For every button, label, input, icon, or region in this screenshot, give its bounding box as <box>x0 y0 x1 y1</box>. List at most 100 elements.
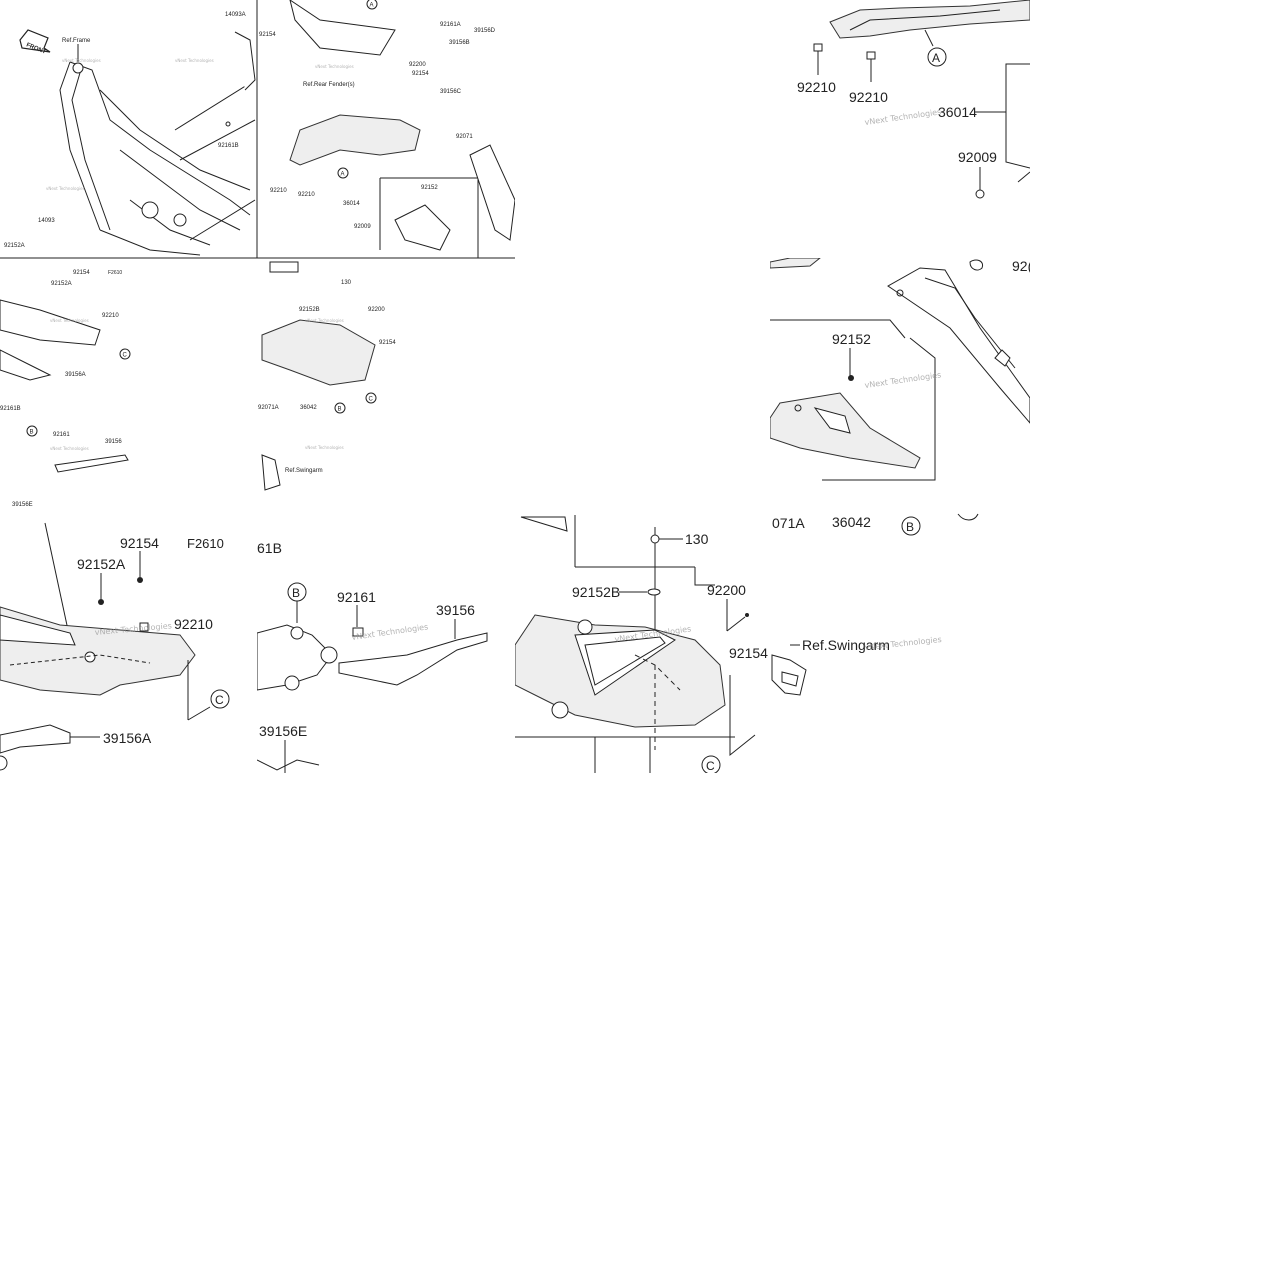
part-number: 92152A <box>77 556 126 572</box>
part-number: 92152B <box>572 584 620 600</box>
swingarm-ref-panel: Ref.Swingarm vNext Technologies <box>770 600 1030 720</box>
rear-frame-drawing <box>829 0 1030 39</box>
part-number: 130 <box>341 280 352 286</box>
part-number: 39156E <box>259 723 307 739</box>
part-number: 92152A <box>51 281 72 287</box>
watermark: vNext Technologies <box>62 58 101 63</box>
part-number: 39156 <box>436 602 475 618</box>
part-number: 92200 <box>368 307 385 313</box>
circle-marker-a: A <box>341 172 345 178</box>
part-number: 92154 <box>379 340 396 346</box>
part-number: 92071 <box>456 134 473 140</box>
swingarm-drawing <box>771 654 807 696</box>
circle-marker-c-label: C <box>706 759 715 773</box>
rear-frame-detail: 92210 92210 A 36014 92009 vNext Technolo… <box>797 0 1030 199</box>
part-number: 39156C <box>440 89 462 95</box>
rear-fender-drawing <box>261 319 376 386</box>
part-number: 92161 <box>53 432 70 438</box>
circle-marker-b: B <box>30 430 34 436</box>
watermark: vNext Technologies <box>175 58 214 63</box>
part-number: F2610 <box>187 536 224 551</box>
part-number: 92210 <box>298 192 315 198</box>
rear-fender-panel: 130 92152B 92200 92154 C vNext Technolog… <box>515 515 770 773</box>
part-number: 36042 <box>832 514 871 530</box>
part-number: F2610 <box>108 270 122 276</box>
part-number: 92152A <box>4 243 25 249</box>
part-number: 92154 <box>412 71 429 77</box>
watermark: vNext Technologies <box>864 370 942 390</box>
part-number: 92( <box>1012 258 1030 274</box>
watermark: vNext Technologies <box>50 446 89 451</box>
part-number: 92161B <box>218 143 239 149</box>
side-cover-drawing <box>289 0 396 56</box>
overview-diagram-panel: FRONT Ref.Frame vNext Technologies vNext… <box>0 0 515 515</box>
part-number: 92152B <box>299 307 320 313</box>
part-number: 92009 <box>958 149 997 165</box>
part-number: 92154 <box>73 270 90 276</box>
circle-marker-b: B <box>338 407 342 413</box>
watermark: vNext Technologies <box>305 445 344 450</box>
part-number: 130 <box>685 531 709 547</box>
circle-marker-c: C <box>369 397 374 403</box>
watermark: vNext Technologies <box>351 622 429 642</box>
part-number: 92210 <box>797 79 836 95</box>
part-number: 39156E <box>12 502 33 508</box>
part-number: 39156A <box>65 372 86 378</box>
part-number: 92200 <box>707 582 746 598</box>
left-cover-drawing <box>0 299 101 346</box>
frame-drawing <box>59 61 256 256</box>
part-number: 071A <box>772 515 805 531</box>
ref-swingarm-label: Ref.Swingarm <box>802 637 890 653</box>
rear-frame-drawing <box>289 114 421 166</box>
rear-fender-detail: 130 92152B 92200 92154 C vNext Technolog… <box>515 515 768 773</box>
seat-strip-detail: 61B B 92161 39156 vNext Technologies 391… <box>257 540 488 773</box>
side-cover-panel: 92( 92152 vNext Technologies 071A 36042 … <box>770 258 1030 540</box>
left-cover-detail: 92154 F2610 92152A 92210 vNext Technolog… <box>0 522 230 771</box>
watermark: vNext Technologies <box>864 107 942 127</box>
overview-diagram: FRONT Ref.Frame vNext Technologies vNext… <box>0 0 515 508</box>
watermark: vNext Technologies <box>50 318 89 323</box>
left-cover-drawing <box>0 606 196 696</box>
part-number: 92210 <box>849 89 888 105</box>
part-number: 92161 <box>337 589 376 605</box>
part-number: 92154 <box>120 535 159 551</box>
part-number: 61B <box>257 540 282 556</box>
part-number: 92009 <box>354 224 371 230</box>
part-number: 39156 <box>105 439 122 445</box>
circle-marker-a <box>927 47 947 67</box>
circle-marker-a-label: A <box>932 51 940 65</box>
circle-marker-b-label: B <box>292 586 300 600</box>
circle-marker-c-label: C <box>215 693 224 707</box>
part-number: 92200 <box>409 62 426 68</box>
front-arrow-icon: FRONT <box>19 29 51 56</box>
side-cover-detail: 92( 92152 vNext Technologies 071A 36042 … <box>770 258 1030 536</box>
part-number: 14093 <box>38 218 55 224</box>
left-cover-panel: 92154 F2610 92152A 92210 vNext Technolog… <box>0 515 257 773</box>
swingarm-ref-detail: Ref.Swingarm vNext Technologies <box>771 635 942 696</box>
rear-frame-rail-drawing <box>887 267 1030 424</box>
part-number: 92154 <box>259 32 276 38</box>
seat-strip-panel: 61B B 92161 39156 vNext Technologies 391… <box>257 515 515 773</box>
circle-marker-a: A <box>370 3 374 9</box>
rear-frame-panel: 92210 92210 A 36014 92009 vNext Technolo… <box>770 0 1030 258</box>
ref-rear-fender-label: Ref.Rear Fender(s) <box>303 82 355 88</box>
part-number: 92071A <box>258 405 279 411</box>
part-number: 92152 <box>832 331 871 347</box>
part-number: 39156D <box>474 28 496 34</box>
part-number: 92210 <box>174 616 213 632</box>
part-number: 36042 <box>300 405 317 411</box>
circle-marker-c <box>701 755 721 773</box>
circle-marker-c <box>210 689 230 709</box>
part-number: 39156A <box>103 730 152 746</box>
part-number: 92161A <box>440 22 461 28</box>
watermark: vNext Technologies <box>46 186 85 191</box>
ref-swingarm-label: Ref.Swingarm <box>285 468 323 474</box>
watermark: vNext Technologies <box>305 318 344 323</box>
circle-marker-c: C <box>123 353 128 359</box>
seat-strip-drawing <box>338 632 488 686</box>
circle-marker-b <box>901 516 921 536</box>
part-number: 36014 <box>343 201 360 207</box>
part-number: 92154 <box>729 645 768 661</box>
part-number: 92152 <box>421 185 438 191</box>
ref-frame-label: Ref.Frame <box>62 38 91 44</box>
